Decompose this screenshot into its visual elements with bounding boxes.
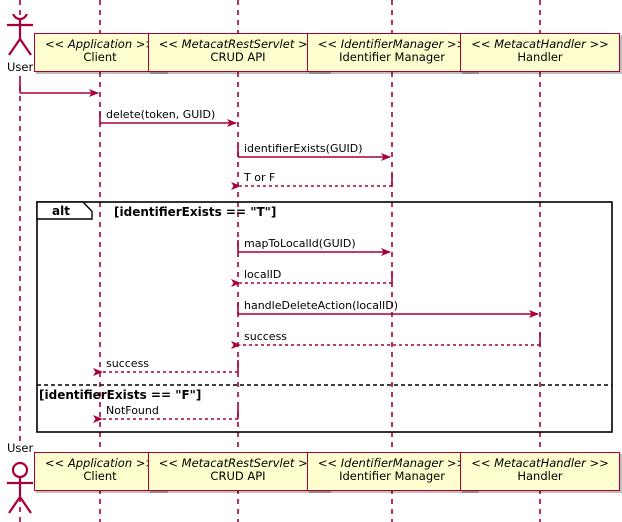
fragment-operator-tab <box>36 201 93 220</box>
actor-leg-right <box>19 496 32 514</box>
participant-stereotype: << MetacatHandler >> <box>471 37 609 51</box>
fragment-guard-condition: [identifierExists == "F"] <box>39 388 202 402</box>
participant-stereotype: << Application >> <box>44 37 156 51</box>
message-m9 <box>93 407 239 423</box>
participant-name: Client <box>83 50 117 65</box>
message-m1 <box>99 111 237 127</box>
participant-name: CRUD API <box>210 50 266 65</box>
actor-head-icon <box>11 461 29 479</box>
fragment-operator-label: alt <box>52 204 70 218</box>
message-m4 <box>237 240 391 256</box>
participant-name: CRUD API <box>210 469 266 484</box>
message-label: localID <box>244 268 282 281</box>
participant-name: Handler <box>517 50 563 65</box>
message-label: success <box>106 357 150 370</box>
message-m8 <box>93 360 239 376</box>
participant-stereotype: << MetacatRestServlet >> <box>158 37 318 51</box>
message-label: handleDeleteAction(localID) <box>244 299 399 312</box>
participant-handler[interactable]: << MetacatHandler >>Handler <box>460 452 620 491</box>
participant-crud[interactable]: << MetacatRestServlet >>CRUD API <box>147 33 329 72</box>
message-m6 <box>237 302 539 318</box>
participant-name: Client <box>83 469 117 484</box>
message-label: identifierExists(GUID) <box>244 142 363 155</box>
message-m0 <box>19 81 99 97</box>
actor-label-user: User <box>7 441 34 455</box>
participant-stereotype: << MetacatHandler >> <box>471 456 609 470</box>
actor-leg-left <box>8 38 21 56</box>
participant-stereotype: << IdentifierManager >> <box>317 37 467 51</box>
actor-user <box>7 461 33 514</box>
participant-client[interactable]: << Application >>Client <box>34 33 166 72</box>
participant-stereotype: << MetacatRestServlet >> <box>158 456 318 470</box>
message-m5 <box>231 271 393 287</box>
actor-leg-left <box>8 496 21 514</box>
participant-name: Identifier Manager <box>339 50 445 65</box>
message-label: success <box>244 330 288 343</box>
participant-client[interactable]: << Application >>Client <box>34 452 166 491</box>
participant-idmanager[interactable]: << IdentifierManager >>Identifier Manage… <box>307 452 477 491</box>
message-label: mapToLocalId(GUID) <box>244 237 356 250</box>
actor-label-user: User <box>7 60 34 74</box>
participant-name: Identifier Manager <box>339 469 445 484</box>
message-m3 <box>231 174 393 190</box>
participant-stereotype: << IdentifierManager >> <box>317 456 467 470</box>
participant-idmanager[interactable]: << IdentifierManager >>Identifier Manage… <box>307 33 477 72</box>
message-m7 <box>231 333 541 349</box>
participant-crud[interactable]: << MetacatRestServlet >>CRUD API <box>147 452 329 491</box>
participant-handler[interactable]: << MetacatHandler >>Handler <box>460 33 620 72</box>
actor-leg-right <box>19 38 32 56</box>
actor-user <box>7 14 33 56</box>
message-label: delete(token, GUID) <box>106 108 216 121</box>
combined-fragment-alt <box>36 201 613 433</box>
participant-name: Handler <box>517 469 563 484</box>
message-label: NotFound <box>106 404 159 417</box>
fragment-outline <box>36 201 613 433</box>
message-m2 <box>237 145 391 161</box>
fragment-guard-condition: [identifierExists == "T"] <box>114 205 277 219</box>
message-label: T or F <box>244 171 276 184</box>
participant-stereotype: << Application >> <box>44 456 156 470</box>
